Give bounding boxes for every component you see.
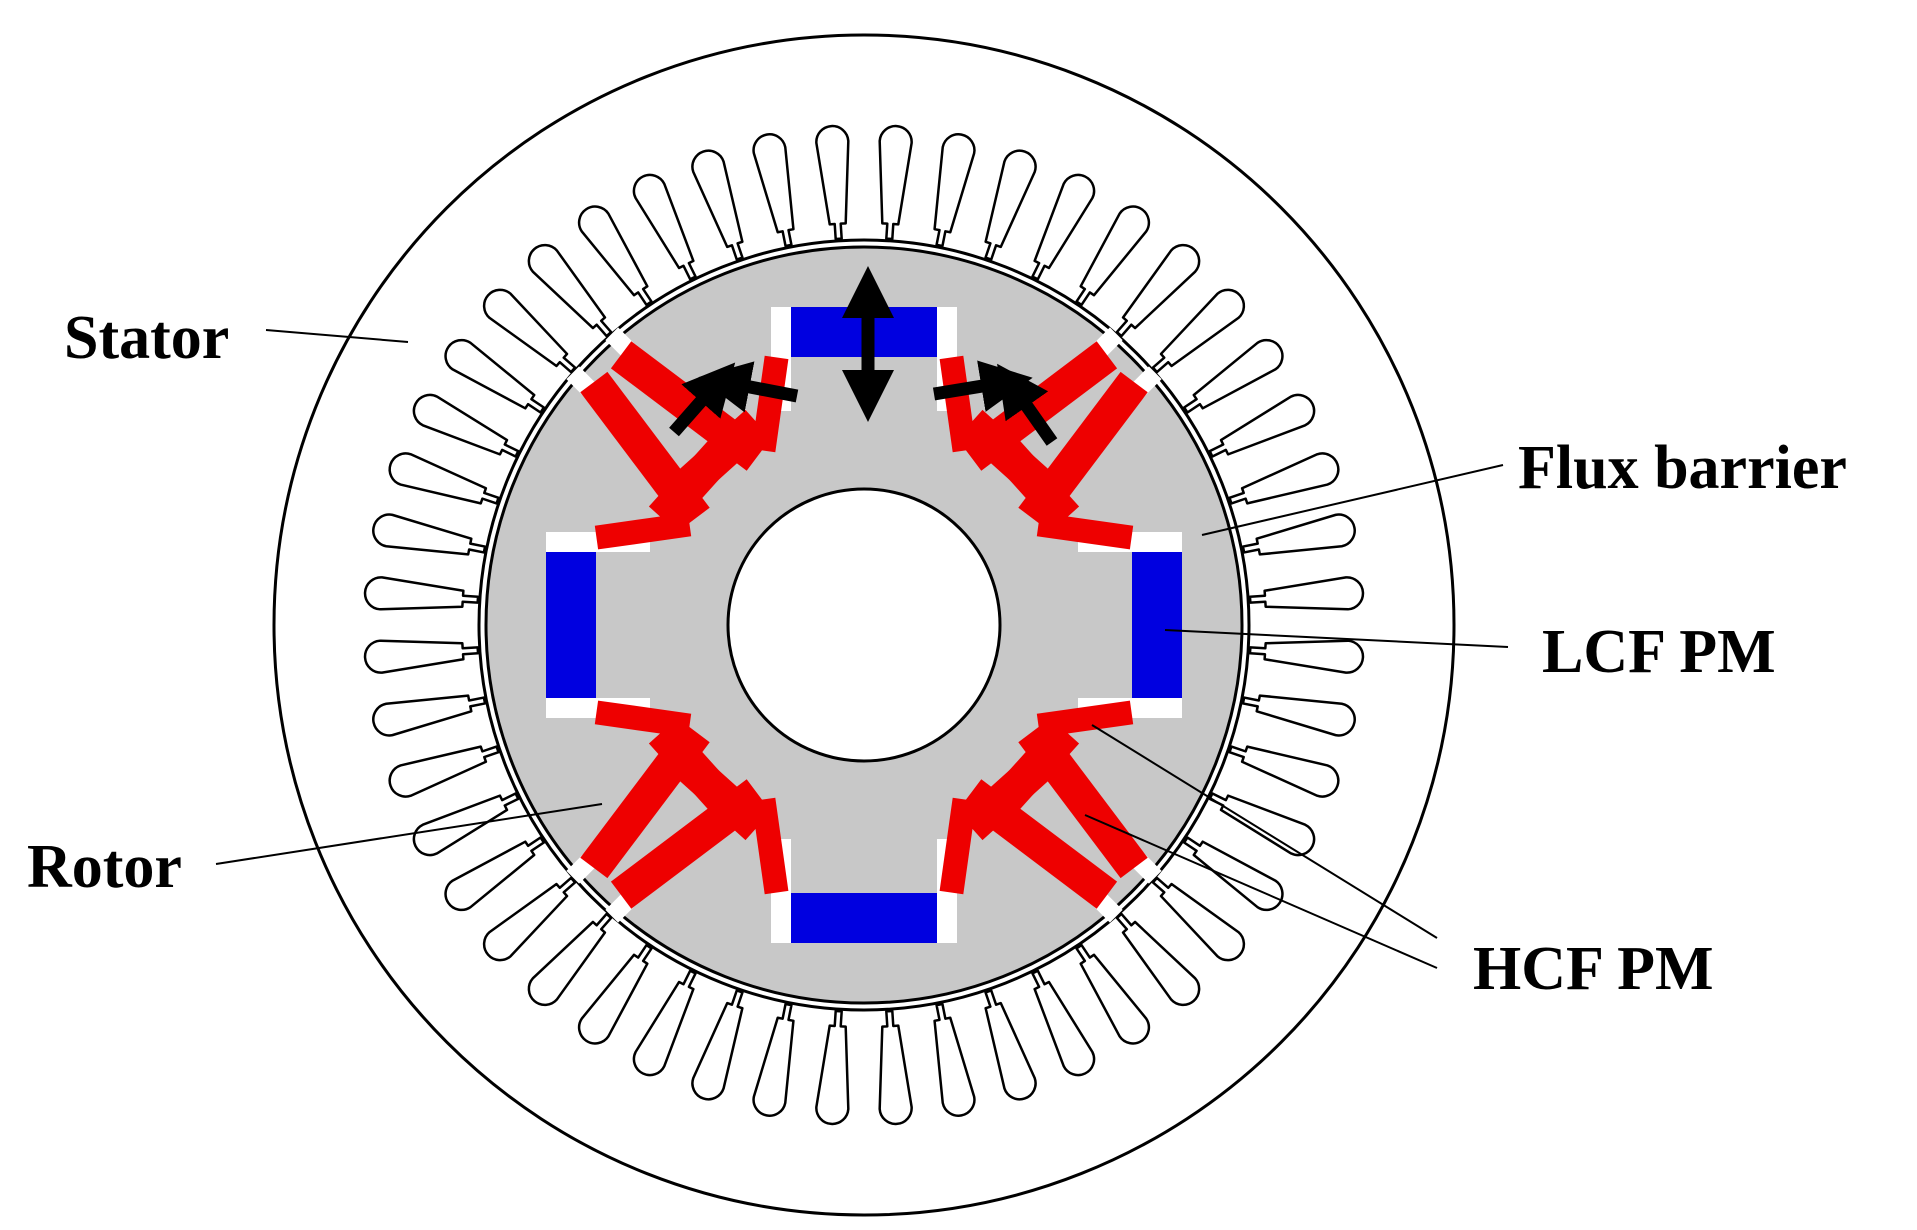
hcf-magnetization-arrow bbox=[698, 361, 799, 413]
flux-barrier-label: Flux barrier bbox=[1518, 434, 1847, 502]
hcf-magnet bbox=[974, 418, 1080, 530]
stator-slot bbox=[878, 1009, 913, 1126]
stator-slot bbox=[1075, 943, 1151, 1045]
stator-slot bbox=[482, 288, 577, 374]
stator-slot bbox=[1151, 876, 1246, 962]
stator-slot bbox=[1075, 205, 1151, 307]
stator-slot bbox=[1241, 513, 1356, 556]
stator-slot bbox=[444, 836, 546, 912]
stator-slot bbox=[1208, 393, 1316, 458]
stator-slot bbox=[933, 1002, 976, 1117]
stator-slot bbox=[1182, 338, 1284, 414]
shaft-bore bbox=[726, 487, 1002, 763]
stator-slot bbox=[1248, 639, 1365, 674]
hcf-magnetization-arrow bbox=[997, 363, 1058, 446]
stator-leader-line bbox=[265, 329, 409, 343]
stator-slot bbox=[412, 393, 520, 458]
rotor-label: Rotor bbox=[27, 833, 182, 901]
stator-slot bbox=[363, 639, 480, 674]
stator-slot bbox=[984, 989, 1037, 1101]
stator-slot bbox=[388, 452, 500, 505]
stator-slot bbox=[632, 173, 697, 281]
rotor-leader-line bbox=[215, 803, 603, 865]
stator-slot bbox=[632, 969, 697, 1077]
stator-slot bbox=[1031, 173, 1096, 281]
lcf-magnet bbox=[1132, 552, 1182, 698]
stator-slot bbox=[372, 513, 487, 556]
stator-slot bbox=[363, 576, 480, 611]
stator-slot bbox=[1208, 792, 1316, 857]
hcf-magnetization-arrow bbox=[932, 360, 1033, 412]
stator-slot bbox=[1182, 836, 1284, 912]
magnetization-arrows bbox=[669, 266, 1058, 446]
hcf-pm-leader-line bbox=[1084, 814, 1438, 969]
stator-slots bbox=[363, 124, 1365, 1126]
hcf-pm-leader-line bbox=[1091, 724, 1438, 939]
stator-slot bbox=[984, 149, 1037, 261]
stator-slot bbox=[752, 133, 795, 248]
stator-slot bbox=[815, 1009, 850, 1126]
stator-slot bbox=[1241, 694, 1356, 737]
lcf-pm-leader-line bbox=[1164, 629, 1509, 648]
stator-slot bbox=[1031, 969, 1096, 1077]
stator-slot bbox=[933, 133, 976, 248]
stator-slot bbox=[444, 338, 546, 414]
stator-label: Stator bbox=[64, 304, 230, 372]
hcf-pm-label: HCF PM bbox=[1473, 935, 1714, 1003]
stator-slot bbox=[482, 876, 577, 962]
stator-slot bbox=[372, 694, 487, 737]
stator-slot bbox=[1115, 912, 1201, 1007]
stator-slot bbox=[752, 1002, 795, 1117]
hcf-magnetization-arrow bbox=[669, 362, 736, 437]
stator-slot bbox=[1151, 288, 1246, 374]
stator-slot bbox=[577, 943, 653, 1045]
lcf-magnet bbox=[546, 552, 596, 698]
stator-slot bbox=[1228, 745, 1340, 798]
stator-slot bbox=[1115, 243, 1201, 338]
lcf-pm-label: LCF PM bbox=[1542, 618, 1776, 686]
stator-slot bbox=[388, 745, 500, 798]
hcf-magnet bbox=[648, 720, 754, 832]
stator-slot bbox=[691, 149, 744, 261]
stator-slot bbox=[1228, 452, 1340, 505]
stator-slot bbox=[691, 989, 744, 1101]
flux-barrier-leader-line bbox=[1201, 464, 1504, 536]
stator-slot bbox=[815, 124, 850, 241]
hcf-magnet bbox=[959, 735, 1071, 841]
stator-slot bbox=[577, 205, 653, 307]
stator-slot bbox=[1248, 576, 1365, 611]
stator-slot bbox=[527, 243, 613, 338]
leader-lines bbox=[215, 329, 1509, 969]
stator-slot bbox=[527, 912, 613, 1007]
lcf-magnet bbox=[791, 893, 937, 943]
hcf-magnet bbox=[648, 418, 754, 530]
stator-slot bbox=[878, 124, 913, 241]
